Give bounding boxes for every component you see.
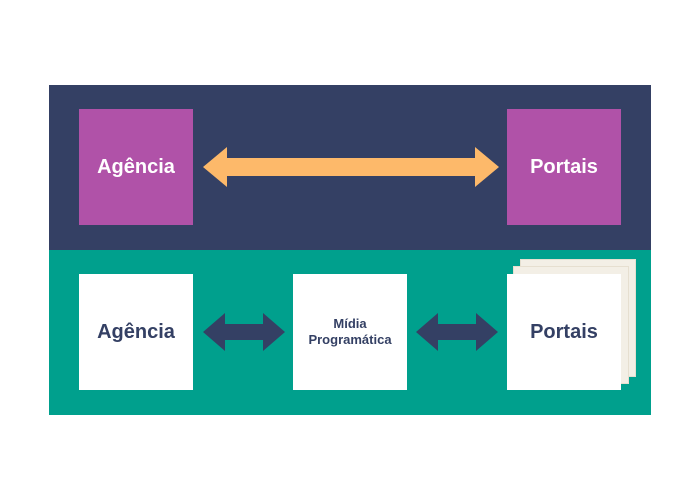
top-agencia-box: Agência [79,109,193,225]
bottom-band: Agência Mídia Programática Portais [49,250,651,415]
left-navy-double-arrow-icon [203,313,285,351]
midia-label: Mídia [333,316,367,331]
top-agencia-label: Agência [97,155,175,178]
orange-double-arrow-icon [203,147,499,187]
bottom-agencia-label: Agência [97,320,175,343]
bottom-portais-box: Portais [507,274,621,390]
programatica-label: Programática [308,332,392,347]
bottom-agencia-box: Agência [79,274,193,390]
right-navy-double-arrow-icon [416,313,498,351]
bottom-portais-label: Portais [530,320,598,343]
top-portais-box: Portais [507,109,621,225]
top-band: Agência Portais [49,85,651,250]
top-portais-label: Portais [530,155,598,178]
midia-programatica-box: Mídia Programática [293,274,407,390]
